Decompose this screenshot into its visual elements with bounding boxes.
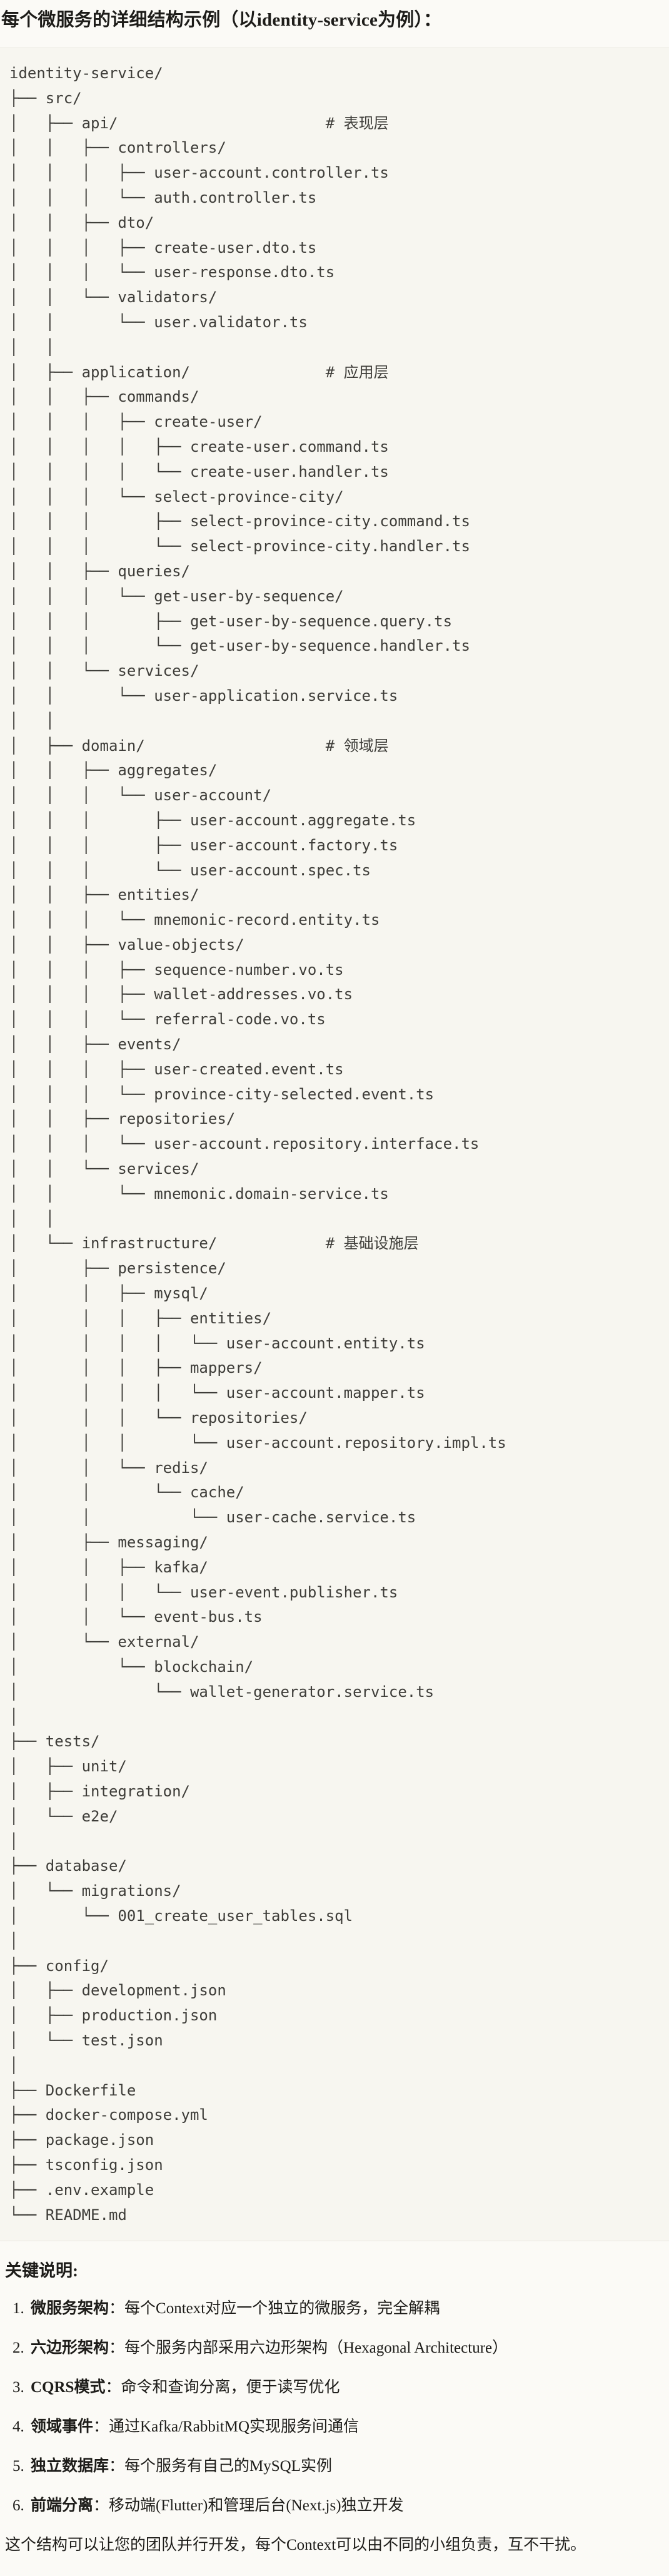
notes-heading: 关键说明: bbox=[5, 2261, 78, 2281]
note-term: CQRS模式 bbox=[31, 2379, 106, 2396]
note-desc: 每个Context对应一个独立的微服务，完全解耦 bbox=[124, 2300, 440, 2318]
note-number: 5. bbox=[13, 2458, 28, 2475]
note-item: 2. 六边形架构：每个服务内部采用六边形架构（Hexagonal Archite… bbox=[13, 2337, 663, 2359]
note-colon: ： bbox=[109, 2300, 125, 2318]
note-item: 5. 独立数据库：每个服务有自己的MySQL实例 bbox=[13, 2455, 663, 2477]
note-colon: ： bbox=[109, 2339, 125, 2357]
note-term: 六边形架构 bbox=[31, 2339, 109, 2357]
note-term: 微服务架构 bbox=[31, 2300, 109, 2318]
note-desc: 每个服务内部采用六边形架构（Hexagonal Architecture） bbox=[124, 2339, 508, 2357]
note-item: 6. 前端分离：移动端(Flutter)和管理后台(Next.js)独立开发 bbox=[13, 2495, 663, 2517]
note-desc: 移动端(Flutter)和管理后台(Next.js)独立开发 bbox=[109, 2497, 404, 2515]
note-desc: 每个服务有自己的MySQL实例 bbox=[124, 2458, 332, 2475]
note-colon: ： bbox=[109, 2458, 125, 2475]
note-item: 4. 领域事件：通过Kafka/RabbitMQ实现服务间通信 bbox=[13, 2416, 663, 2438]
note-item: 1. 微服务架构：每个Context对应一个独立的微服务，完全解耦 bbox=[13, 2298, 663, 2319]
note-number: 3. bbox=[13, 2379, 28, 2396]
note-term: 前端分离 bbox=[31, 2497, 94, 2515]
tree-text: identity-service/ ├── src/ │ ├── api/ # … bbox=[9, 64, 506, 2224]
code-block: identity-service/ ├── src/ │ ├── api/ # … bbox=[0, 48, 669, 2242]
page-title: 每个微服务的详细结构示例（以identity-service为例）： bbox=[1, 10, 442, 30]
note-colon: ： bbox=[105, 2379, 121, 2396]
note-term: 独立数据库 bbox=[31, 2458, 109, 2475]
note-item: 3. CQRS模式：命令和查询分离，便于读写优化 bbox=[13, 2376, 663, 2398]
notes-footer-paragraph: 这个结构可以让您的团队并行开发，每个Context可以由不同的小组负责，互不干扰… bbox=[5, 2537, 586, 2554]
note-term: 领域事件 bbox=[31, 2418, 94, 2436]
note-desc: 通过Kafka/RabbitMQ实现服务间通信 bbox=[109, 2418, 359, 2436]
note-number: 4. bbox=[13, 2418, 28, 2436]
note-number: 6. bbox=[13, 2497, 28, 2515]
note-colon: ： bbox=[93, 2497, 109, 2515]
note-number: 1. bbox=[13, 2300, 28, 2318]
note-colon: ： bbox=[93, 2418, 109, 2436]
note-desc: 命令和查询分离，便于读写优化 bbox=[121, 2379, 340, 2396]
note-number: 2. bbox=[13, 2339, 28, 2357]
